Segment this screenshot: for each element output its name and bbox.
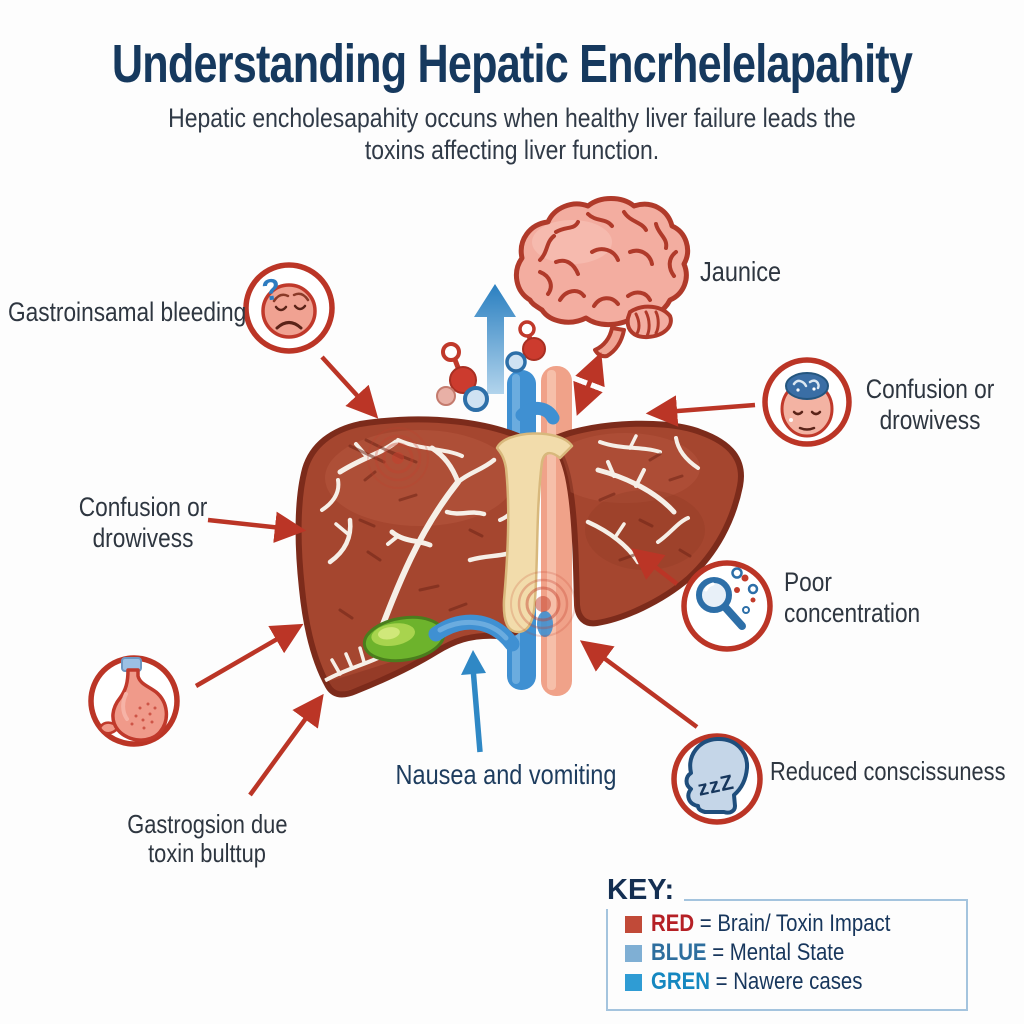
green-swatch bbox=[625, 973, 642, 991]
liver-illustration bbox=[295, 416, 744, 698]
arrow-confusion-right bbox=[645, 395, 756, 427]
label-gi-bleeding: Gastroinsamal bleeding bbox=[8, 297, 247, 327]
key-row-green: GREN = Nawere cases bbox=[625, 968, 933, 995]
label-poor-concentration: Poor concentration bbox=[784, 567, 921, 628]
key-word-green: GREN bbox=[651, 968, 710, 995]
arrow-stomach bbox=[194, 623, 304, 688]
key-heading: KEY: bbox=[604, 874, 685, 909]
vein-branch bbox=[515, 401, 560, 425]
key-row-blue: BLUE = Mental State bbox=[625, 939, 933, 966]
label-reduced-consciousness: Reduced conscissuness bbox=[770, 756, 1006, 786]
key-row-red: RED = Brain/ Toxin Impact bbox=[625, 910, 933, 937]
stomach-dots bbox=[130, 702, 157, 730]
impact-ripple-upper bbox=[367, 427, 429, 489]
label-jaundice: Jaunice bbox=[700, 256, 782, 287]
nausea-arrow bbox=[461, 650, 486, 753]
toxin-up-arrow bbox=[474, 284, 516, 394]
arrow-poor-concentration bbox=[631, 548, 679, 586]
question-mark-icon: ? bbox=[260, 273, 283, 308]
callout-arrows bbox=[194, 355, 756, 797]
gallbladder bbox=[362, 615, 446, 663]
key-desc-red: = Brain/ Toxin Impact bbox=[699, 910, 891, 937]
arrow-reduced-consciousness bbox=[579, 640, 699, 729]
subtitle-line-2: toxins affecting liver function. bbox=[364, 135, 660, 166]
brain-illustration bbox=[513, 196, 690, 359]
key-word-blue: BLUE bbox=[651, 939, 707, 966]
label-confusion-left: Confusion or drowivess bbox=[78, 492, 208, 553]
page-title: Understanding Hepatic Encrhelelapahity bbox=[111, 34, 913, 94]
red-swatch bbox=[625, 915, 642, 933]
key-legend-box: RED = Brain/ Toxin Impact BLUE = Mental … bbox=[606, 899, 968, 1011]
blue-swatch bbox=[625, 944, 642, 962]
sad-face-icon: ? bbox=[243, 262, 335, 354]
label-confusion-right: Confusion or drowivess bbox=[865, 374, 995, 435]
impact-ripple-lower bbox=[510, 571, 576, 637]
label-nausea: Nausea and vomiting bbox=[395, 759, 617, 790]
bile-duct bbox=[428, 614, 520, 652]
liver-right-lobe-texture bbox=[552, 433, 705, 570]
subtitle-line-1: Hepatic encholesapahity occuns when heal… bbox=[168, 103, 856, 133]
key-desc-blue: = Mental State bbox=[712, 939, 845, 966]
arrow-gastro-label bbox=[248, 693, 324, 797]
brain-liver-double-arrow bbox=[573, 352, 605, 416]
falciform-ligament bbox=[495, 432, 574, 634]
page-subtitle: Hepatic encholesapahity occuns when heal… bbox=[77, 102, 947, 167]
confusion-head-icon bbox=[762, 357, 852, 447]
key-rows: RED = Brain/ Toxin Impact BLUE = Mental … bbox=[625, 910, 933, 995]
magnifier-icon bbox=[681, 560, 773, 652]
sleeping-head-icon: zzZ bbox=[671, 733, 763, 825]
toxin-molecules bbox=[436, 320, 546, 412]
brain-gyri bbox=[538, 210, 678, 308]
key-word-red: RED bbox=[651, 910, 695, 937]
key-desc-green: = Nawere cases bbox=[715, 968, 863, 995]
arrow-confusion-left bbox=[207, 511, 307, 543]
arrow-gi-bleeding bbox=[320, 355, 379, 419]
stomach-icon bbox=[88, 655, 180, 747]
label-gastro-toxin: Gastrogsion due toxin bulttup bbox=[127, 809, 288, 869]
vessel-knot bbox=[537, 611, 553, 637]
